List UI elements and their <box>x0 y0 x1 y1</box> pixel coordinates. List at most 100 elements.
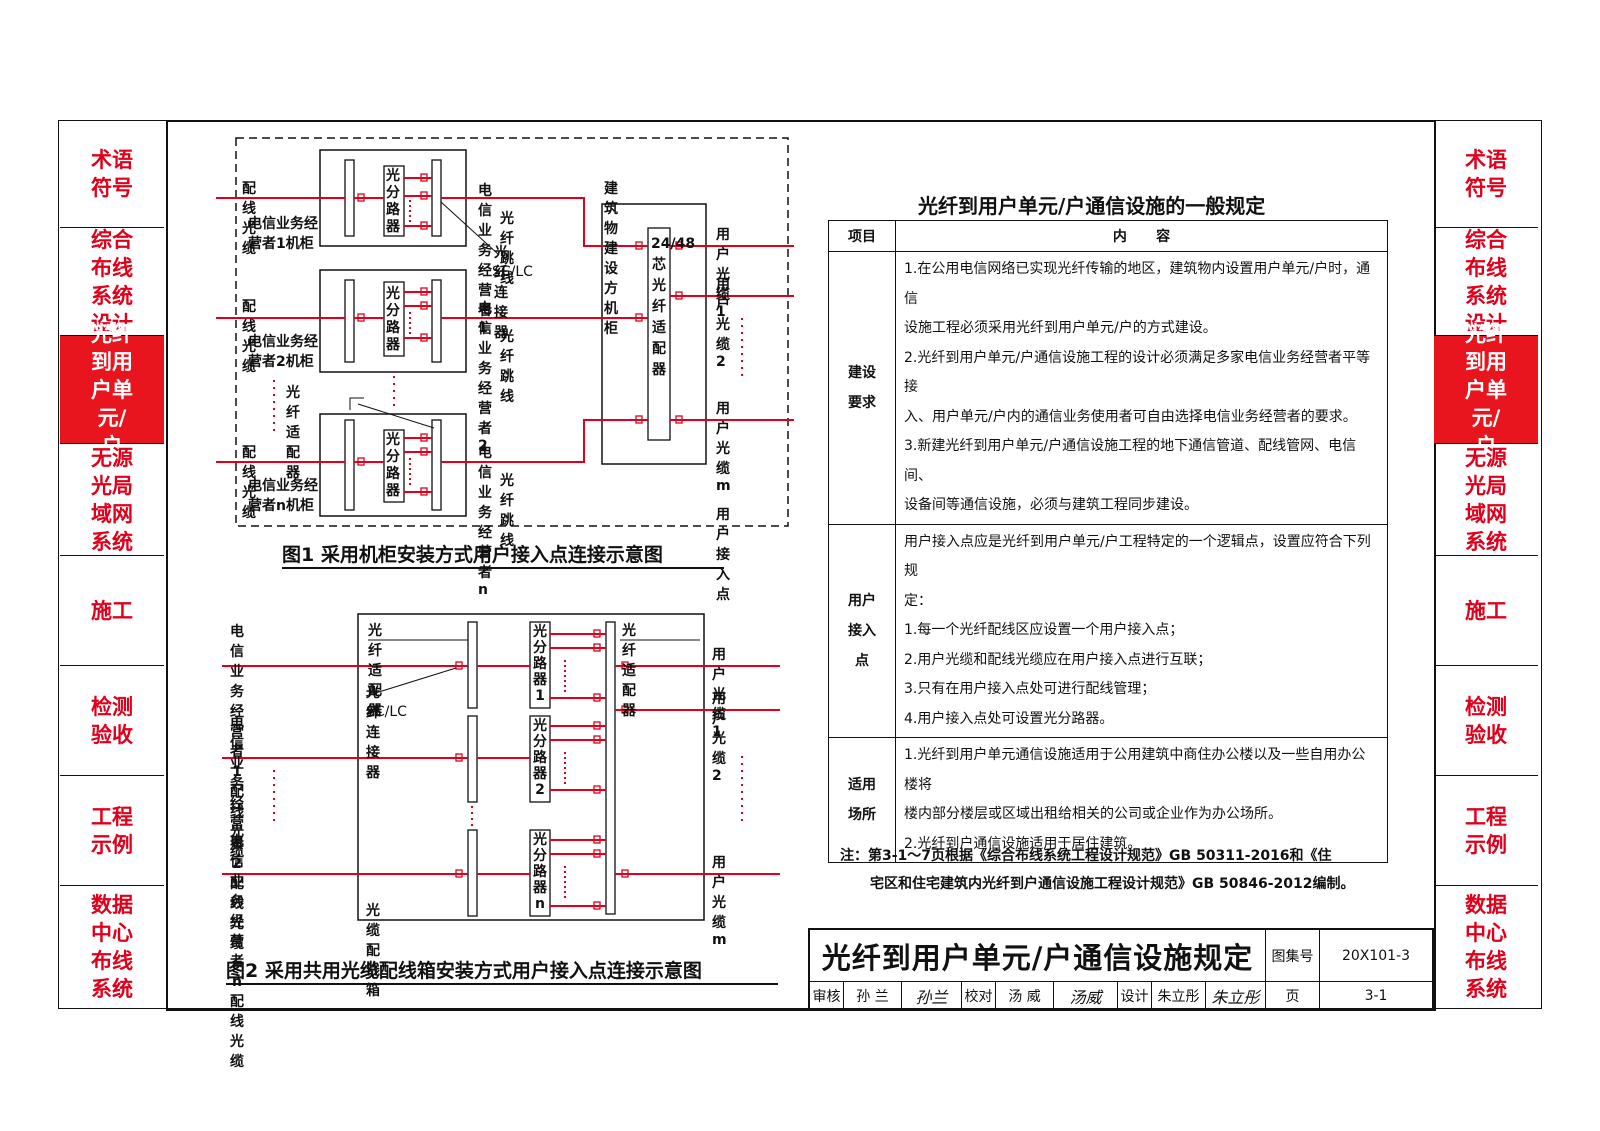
side-nav-item-construction[interactable]: 施工 <box>1434 556 1538 666</box>
review-label: 审核 <box>810 982 844 1010</box>
row-line: 设施工程必须采用光纤到用户单元/户的方式建设。 <box>904 320 1217 336</box>
row-item: 建设要求 <box>828 251 896 525</box>
regulations-table: 项目 内 容 建设要求 1.在公用电信网络已实现光纤传输的地区，建筑物内设置用户… <box>828 220 1388 863</box>
fig1-splitter-1: 光分路器 <box>386 168 400 235</box>
check-label: 校对 <box>962 982 996 1010</box>
fig1-patch-1: 光纤跳线 <box>500 211 514 287</box>
fig1-user-cable-2: 用户光缆2 <box>716 277 730 370</box>
fig2-caption: 图2 采用共用光缆配线箱安装方式用户接入点连接示意图 <box>226 956 778 985</box>
fig1-patch-n: 光纤跳线 <box>500 473 514 549</box>
reviewer-name: 孙 兰 <box>844 982 902 1010</box>
drawing-title: 光纤到用户单元/户通信设施规定 <box>810 930 1266 982</box>
side-nav-item-design[interactable]: 综合布线系统设计 <box>1434 228 1538 336</box>
row-line: 入、用户单元/户内的通信业务使用者可自由选择电信业务经营者的要求。 <box>904 408 1357 425</box>
side-nav-right: 术语符号 综合布线系统设计 光纤到用户单元/户 无源光局域网系统 施工 检测验收… <box>1434 120 1538 1009</box>
fig2-op2-cable-text: 配线光缆 <box>230 876 244 952</box>
row-line: 用户接入点应是光纤到用户单元/户工程特定的一个逻辑点，设置应符合下列规 <box>904 533 1371 580</box>
row-item: 用户接入点 <box>828 523 896 738</box>
col-content-header: 内 容 <box>895 220 1388 252</box>
table-row: 适用场所 1.光纤到用户单元通信设施适用于公用建筑中商住办公楼以及一些自用办公楼… <box>828 737 1388 863</box>
row-line: 楼内部分楼层或区域出租给相关的公司或企业作为办公场所。 <box>904 806 1282 822</box>
fig2-splitter-2: 光分路器2 <box>533 718 547 798</box>
fig1-splitter-2: 光分路器 <box>386 286 400 353</box>
reviewer-signature: 孙兰 <box>902 982 962 1010</box>
fig2-op2-cable: 电信业务经营者2 配线光缆 <box>230 714 244 954</box>
atlas-number: 20X101-3 <box>1320 930 1432 982</box>
fig1-adapter-24-48: 24/48芯光纤适配器 <box>651 236 696 378</box>
fig1-cabinet-1-label: 电信业务经营者1机柜 <box>248 216 318 252</box>
fig1-building-cabinet-label: 建筑物建设方机柜 <box>604 181 618 337</box>
table-header-row: 项目 内 容 <box>828 220 1388 252</box>
row-line: 3.只有在用户接入点处可进行配线管理； <box>904 681 1156 697</box>
fig1-patch-2: 光纤跳线 <box>500 329 514 405</box>
side-nav-item-datacenter[interactable]: 数据中心布线系统 <box>1465 892 1507 1001</box>
side-nav-item-terms[interactable]: 术语符号 <box>1434 120 1538 228</box>
side-nav-item-pol[interactable]: 无源光局域网系统 <box>1434 444 1538 556</box>
side-nav-item-design[interactable]: 综合布线系统设计 <box>60 228 164 336</box>
fig2-adapter-left: 光纤适配器 <box>368 623 382 719</box>
side-nav-item-pol[interactable]: 无源光局域网系统 <box>60 444 164 556</box>
checker-signature: 汤威 <box>1054 982 1118 1010</box>
inner-frame <box>166 120 1436 1011</box>
design-label: 设计 <box>1118 982 1152 1010</box>
row-content: 用户接入点应是光纤到用户单元/户工程特定的一个逻辑点，设置应符合下列规 定： 1… <box>895 523 1388 738</box>
page-number: 3-1 <box>1320 982 1432 1010</box>
fig2-op1-cable: 电信业务经营者1 配线光缆 <box>230 622 244 862</box>
page-label: 页 <box>1266 982 1320 1010</box>
table-row: 建设要求 1.在公用电信网络已实现光纤传输的地区，建筑物内设置用户单元/户时，通… <box>828 251 1388 525</box>
fig2-op2-name: 电信业务经营者2 <box>230 716 244 872</box>
row-line: 1.每一个光纤配线区应设置一个用户接入点； <box>904 622 1184 638</box>
side-nav-item-fttx[interactable]: 光纤到用户单元/户 <box>60 322 164 458</box>
fig1-dist-cable-n: 配线光缆 <box>242 445 256 521</box>
row-line: 定： <box>904 592 932 609</box>
side-nav-item-testing[interactable]: 检测验收 <box>60 666 164 776</box>
fig1-connector-type: SC/LC <box>492 264 533 280</box>
fig2-opn-cable-text: 配线光缆 <box>230 994 244 1070</box>
fig1-caption: 图1 采用机柜安装方式用户接入点连接示意图 <box>282 540 724 569</box>
fig2-opn-cable: 电信业务经营者n 配线光缆 <box>230 832 244 1072</box>
fig1-cabinet-n-label: 电信业务经营者n机柜 <box>248 478 318 514</box>
fig1-operator-2: 电信业务经营者2 <box>478 301 492 454</box>
table-row: 用户接入点 用户接入点应是光纤到用户单元/户工程特定的一个逻辑点，设置应符合下列… <box>828 523 1388 738</box>
fig2-adapter-right: 光纤适配器 <box>622 623 636 719</box>
side-nav-item-examples[interactable]: 工程示例 <box>1434 776 1538 886</box>
row-line: 2.光纤到用户单元/户通信设施工程的设计必须满足多家电信业务经营者平等接 <box>904 349 1371 396</box>
fig1-dist-cable-1: 配线光缆 <box>242 181 256 257</box>
note-line-1: 注：第3-1～7页根据《综合布线系统工程设计规范》GB 50311-2016和《… <box>840 848 1332 864</box>
side-nav-item-fttx[interactable]: 光纤到用户单元/户 <box>1434 322 1538 458</box>
fig2-user-cable-m: 用户光缆m <box>712 855 727 948</box>
table-title: 光纤到用户单元/户通信设施的一般规定 <box>918 194 1266 218</box>
side-nav-item-terms[interactable]: 术语符号 <box>60 120 164 228</box>
fig2-splitter-n: 光分路器n <box>533 832 547 912</box>
fig1-operator-1: 电信业务经营者1 <box>478 183 492 336</box>
fig2-splitter-1: 光分路器1 <box>533 624 547 704</box>
designer-signature: 朱立彤 <box>1206 982 1266 1010</box>
row-line: 1.在公用电信网络已实现光纤传输的地区，建筑物内设置用户单元/户时，通信 <box>904 261 1371 307</box>
row-item-text: 适用场所 <box>848 777 876 823</box>
row-content: 1.光纤到用户单元通信设施适用于公用建筑中商住办公楼以及一些自用办公楼将 楼内部… <box>895 737 1388 863</box>
side-nav-left: 术语符号 综合布线系统设计 光纤到用户单元/户 无源光局域网系统 施工 检测验收… <box>60 120 164 1009</box>
side-nav-item-examples[interactable]: 工程示例 <box>60 776 164 886</box>
side-nav-item-testing[interactable]: 检测验收 <box>1434 666 1538 776</box>
fig2-op1-cable-text: 配线光缆 <box>230 784 244 860</box>
row-item-text: 建设要求 <box>848 364 876 411</box>
fig1-splitter-n: 光分路器 <box>386 432 400 499</box>
side-nav-item-construction[interactable]: 施工 <box>60 556 164 666</box>
note: 注：第3-1～7页根据《综合布线系统工程设计规范》GB 50311-2016和《… <box>840 842 1355 898</box>
checker-name: 汤 威 <box>996 982 1054 1010</box>
fig1-access-point-label: 用户接入点 <box>716 507 730 603</box>
fig2-connector-type: SC/LC <box>366 704 407 720</box>
row-line: 3.新建光纤到用户单元/户通信设施工程的地下通信管道、配线管网、电信间、 <box>904 438 1357 484</box>
fig2-opn-name: 电信业务经营者n <box>230 834 244 990</box>
designer-name: 朱立彤 <box>1152 982 1206 1010</box>
col-item-header: 项目 <box>828 220 896 252</box>
fig1-adapter-label: 光纤适配器 <box>286 385 300 481</box>
fig1-cabinet-2-label: 电信业务经营者2机柜 <box>248 334 318 370</box>
fig1-operator-n: 电信业务经营者n <box>478 445 492 598</box>
row-line: 2.光纤到户通信设施适用于居住建筑。 <box>904 835 1142 852</box>
fig2-op1-name: 电信业务经营者1 <box>230 624 244 780</box>
fig1-dist-cable-2: 配线光缆 <box>242 299 256 375</box>
side-nav-item-datacenter[interactable]: 数据中心布线系统 <box>91 892 133 1001</box>
row-line: 4.用户接入点处可设置光分路器。 <box>904 710 1114 727</box>
fig2-user-cable-1: 用户光缆1 <box>712 647 726 740</box>
